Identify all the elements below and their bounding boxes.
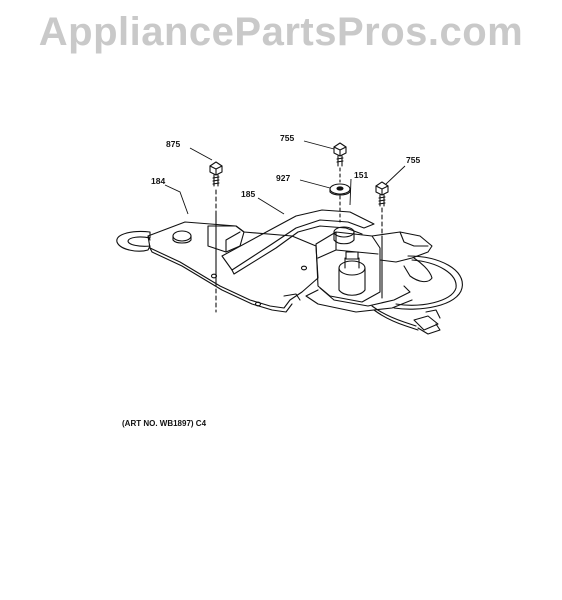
art-number: (ART NO. WB1897) C4: [122, 419, 207, 428]
callout-927: 927: [276, 173, 290, 183]
wire-lead: [371, 305, 417, 327]
motor-housing: [315, 231, 381, 303]
screw-875: [209, 161, 223, 187]
wire-connector: [413, 315, 439, 331]
bracket-hook: [116, 230, 151, 252]
leader-184: [164, 184, 189, 215]
screw-755-top: [333, 142, 347, 167]
watermark-logo: AppliancePartsPros.com: [38, 10, 524, 54]
leader-755-right: [385, 165, 406, 185]
callout-184: 184: [151, 176, 165, 186]
washer-927: [329, 183, 351, 196]
motor-arm: [371, 231, 433, 263]
leader-755-top: [303, 140, 335, 150]
wire-loop: [393, 255, 463, 310]
callout-875: 875: [166, 139, 180, 149]
screw-755-right: [375, 181, 389, 207]
callout-755-top: 755: [280, 133, 294, 143]
callout-755-right: 755: [406, 155, 420, 165]
leader-875: [189, 147, 213, 161]
leader-151: [349, 178, 352, 206]
leader-185: [257, 197, 285, 215]
leader-927: [299, 179, 331, 189]
callout-185: 185: [241, 189, 255, 199]
callout-151: 151: [354, 170, 368, 180]
long-strap: [221, 209, 375, 271]
